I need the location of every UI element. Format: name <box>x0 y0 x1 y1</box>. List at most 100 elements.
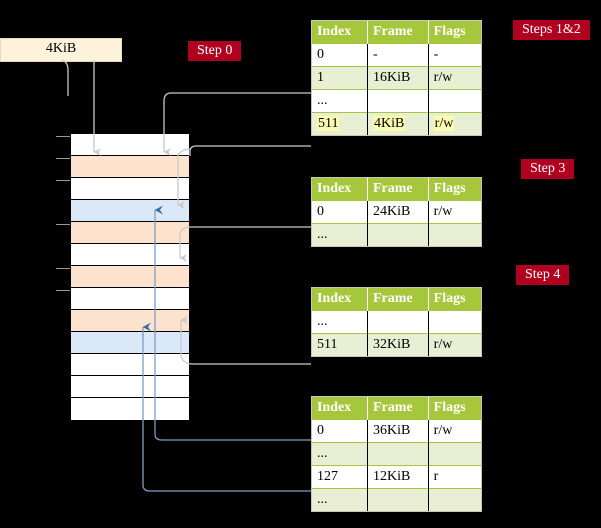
table-row: ... <box>312 89 481 113</box>
memory-tick <box>56 224 70 225</box>
column-header-index: Index <box>312 288 368 311</box>
source-frame-label: 4KiB <box>45 41 77 56</box>
table-row: ... <box>312 442 481 466</box>
memory-frame-row <box>71 134 189 156</box>
table-cell: 0 <box>312 43 368 67</box>
table-cell: r/w <box>428 66 481 90</box>
table-cell: 36KiB <box>367 419 429 443</box>
memory-frame-row <box>71 178 189 200</box>
steps-1-2-label: Steps 1&2 <box>522 22 581 37</box>
step-0-label: Step 0 <box>197 43 233 58</box>
memory-frame-row <box>71 354 189 376</box>
memory-frame-row <box>71 244 189 266</box>
table-row: ... <box>312 488 481 511</box>
table-cell: 1 <box>312 66 368 90</box>
step-3-label: Step 3 <box>530 161 566 176</box>
highlighted-value: 4KiB <box>372 116 406 131</box>
table-cell: r <box>428 465 481 489</box>
memory-tick <box>56 268 70 269</box>
column-header-index: Index <box>312 178 368 201</box>
table-cell: 32KiB <box>367 333 429 356</box>
table-cell: 0 <box>312 200 368 224</box>
table-row: 511 4KiB r/w <box>312 112 481 135</box>
table-cell <box>428 488 481 511</box>
table-cell: - <box>428 43 481 67</box>
column-header-flags: Flags <box>428 178 481 201</box>
table-cell: ... <box>312 223 368 246</box>
memory-frame-row <box>71 222 189 244</box>
memory-tick <box>56 180 70 181</box>
column-header-flags: Flags <box>428 288 481 311</box>
highlighted-value: 511 <box>317 116 340 131</box>
physical-memory-column <box>70 133 190 420</box>
column-header-flags: Flags <box>428 21 481 44</box>
table-cell: 12KiB <box>367 465 429 489</box>
table-cell <box>367 223 429 246</box>
memory-frame-row <box>71 266 189 288</box>
table-row: ... <box>312 223 481 246</box>
table-cell: r/w <box>428 419 481 443</box>
table-cell: ... <box>312 89 368 113</box>
column-header-flags: Flags <box>428 397 481 420</box>
table-cell: 0 <box>312 419 368 443</box>
table-cell: 511 <box>312 112 368 135</box>
step-badge-step-3: Step 3 <box>521 159 575 179</box>
column-header-frame: Frame <box>367 178 429 201</box>
memory-frame-row <box>71 288 189 310</box>
table-row: ... <box>312 310 481 334</box>
table-cell: - <box>367 43 429 67</box>
table-cell <box>428 310 481 334</box>
memory-frame-row <box>71 398 189 420</box>
table-cell <box>367 310 429 334</box>
table-cell <box>428 223 481 246</box>
source-frame-box: 4KiB <box>0 38 122 62</box>
table-cell <box>367 488 429 511</box>
memory-frame-row <box>71 156 189 178</box>
memory-frame-row <box>71 310 189 332</box>
column-header-index: Index <box>312 397 368 420</box>
highlighted-value: r/w <box>433 116 455 131</box>
table-cell: 127 <box>312 465 368 489</box>
table-cell: 4KiB <box>367 112 429 135</box>
memory-frame-row <box>71 332 189 354</box>
memory-tick <box>56 136 70 137</box>
step-4-label: Step 4 <box>525 267 561 282</box>
column-header-frame: Frame <box>367 397 429 420</box>
column-header-frame: Frame <box>367 21 429 44</box>
column-header-index: Index <box>312 21 368 44</box>
table-cell <box>367 442 429 466</box>
table-cell: 24KiB <box>367 200 429 224</box>
table-cell: ... <box>312 442 368 466</box>
table-cell: r/w <box>428 333 481 356</box>
table-cell: 16KiB <box>367 66 429 90</box>
table-cell: r/w <box>428 200 481 224</box>
memory-frame-row <box>71 376 189 398</box>
table-row: 0-- <box>312 43 481 67</box>
table-cell: ... <box>312 310 368 334</box>
step-badge-step-0: Step 0 <box>188 41 242 61</box>
table-cell <box>428 442 481 466</box>
table-cell <box>367 89 429 113</box>
memory-tick <box>56 158 70 159</box>
table-cell <box>428 89 481 113</box>
step-badge-step-4: Step 4 <box>516 265 570 285</box>
table-cell: r/w <box>428 112 481 135</box>
table-cell: 511 <box>312 333 368 356</box>
table-cell: ... <box>312 488 368 511</box>
memory-tick <box>56 290 70 291</box>
step-badge-steps-1-2: Steps 1&2 <box>513 20 590 40</box>
column-header-frame: Frame <box>367 288 429 311</box>
